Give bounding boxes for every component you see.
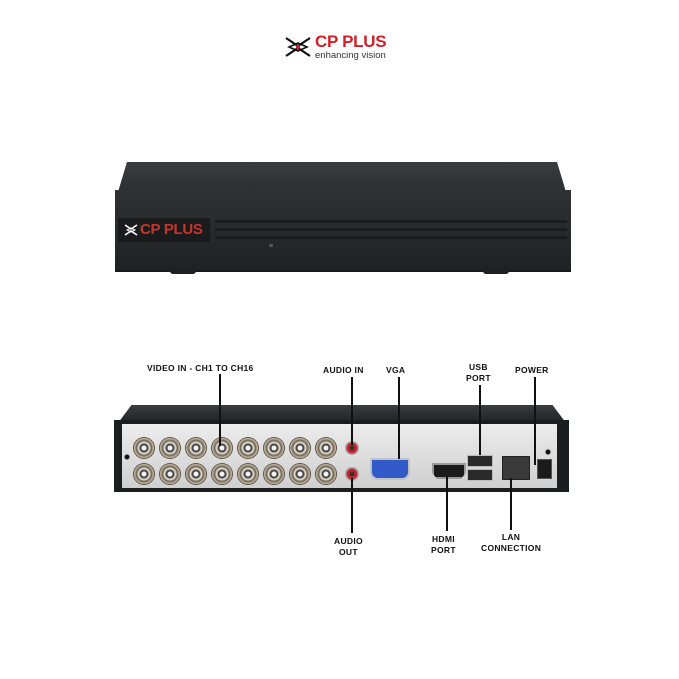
- brand-tagline: enhancing vision: [315, 50, 386, 61]
- dvr-foot-left: [170, 268, 196, 274]
- bnc-video-input-port: [238, 464, 258, 484]
- status-led-icon: [269, 244, 273, 247]
- callout-line: [510, 478, 512, 530]
- callout-lan-connection: LAN CONNECTION: [481, 532, 542, 553]
- bnc-video-input-port: [316, 464, 336, 484]
- cp-plus-badge-icon: [124, 224, 138, 236]
- callout-usb-port: USB PORT: [466, 362, 491, 383]
- dvr-rear-top-cover: [118, 405, 566, 423]
- dvr-foot-right: [483, 268, 509, 274]
- callout-audio-out: AUDIO OUT: [334, 536, 363, 557]
- bnc-video-input-port: [316, 438, 336, 458]
- vga-port: [370, 458, 410, 480]
- bnc-video-input-port: [290, 438, 310, 458]
- lan-port: [502, 456, 530, 480]
- callout-vga: VGA: [386, 365, 406, 375]
- callout-line: [534, 377, 536, 465]
- bnc-video-input-port: [212, 464, 232, 484]
- bnc-video-input-port: [134, 464, 154, 484]
- callout-line: [446, 476, 448, 531]
- callout-line: [351, 377, 353, 445]
- bnc-video-input-port: [186, 464, 206, 484]
- front-vent-line: [215, 236, 567, 239]
- audio-in-rca-port: [345, 441, 359, 455]
- callout-line: [351, 478, 353, 533]
- screw-icon: [122, 452, 132, 462]
- cp-plus-logo-icon: [285, 37, 311, 57]
- bnc-video-input-port: [264, 438, 284, 458]
- callout-line: [398, 377, 400, 459]
- front-badge-text: CP PLUS: [140, 221, 203, 238]
- bnc-video-input-port: [160, 438, 180, 458]
- brand-name: CP PLUS: [315, 32, 387, 51]
- bnc-video-input-port: [186, 438, 206, 458]
- bnc-video-input-port: [264, 464, 284, 484]
- dvr-front-top-cover: [118, 162, 566, 192]
- front-brand-badge: CP PLUS: [118, 218, 210, 242]
- bnc-video-input-port: [212, 438, 232, 458]
- bnc-video-input-port: [160, 464, 180, 484]
- bnc-video-input-port: [238, 438, 258, 458]
- bnc-video-input-port: [290, 464, 310, 484]
- audio-out-rca-port: [345, 467, 359, 481]
- usb-port: [467, 455, 493, 467]
- callout-power: POWER: [515, 365, 549, 375]
- front-vent-line: [215, 228, 567, 231]
- screw-icon: [543, 447, 553, 457]
- front-vent-line: [215, 220, 567, 223]
- callout-line: [219, 374, 221, 446]
- callout-hdmi-port: HDMI PORT: [431, 534, 456, 555]
- usb-port: [467, 469, 493, 481]
- bnc-video-input-port: [134, 438, 154, 458]
- callout-audio-in: AUDIO IN: [323, 365, 364, 375]
- power-port: [537, 459, 552, 479]
- callout-video-in: VIDEO IN - CH1 TO CH16: [147, 363, 254, 373]
- callout-line: [479, 385, 481, 455]
- hdmi-port: [432, 463, 466, 479]
- brand-logo: CP PLUS enhancing vision: [284, 33, 396, 63]
